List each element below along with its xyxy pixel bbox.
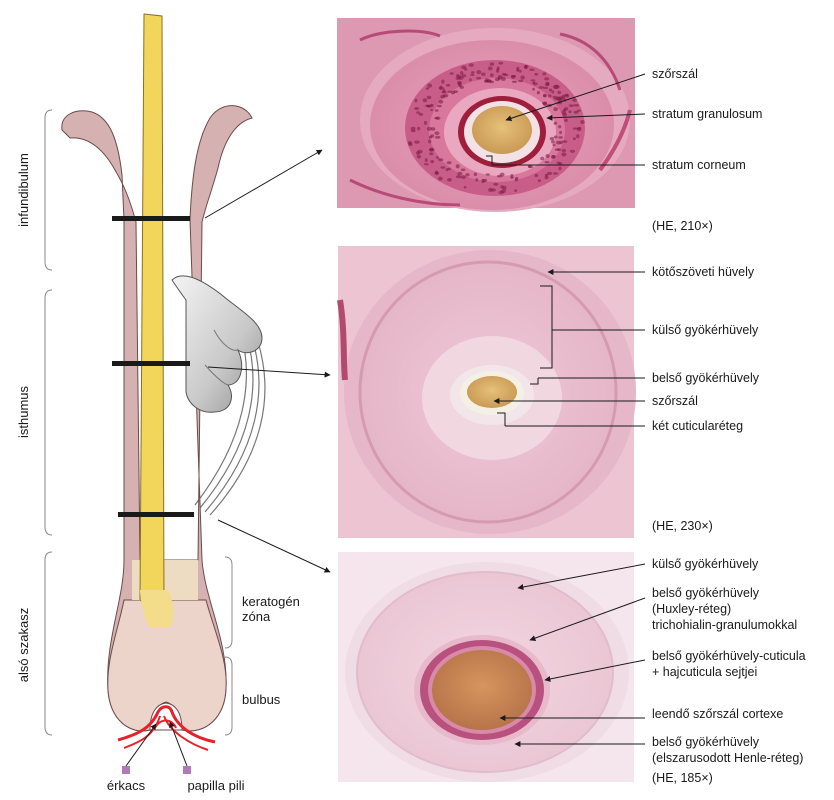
panel-2-label-connective-sheath: kötőszöveti hüvely [652,265,755,279]
follicle-illustration [61,13,266,774]
panel-3-label-inner-sheath-cuticle: belső gyökérhüvely-cuticula [652,649,806,663]
cell-nuclei [407,61,585,195]
region-brackets [44,109,233,736]
panel-2-label-outer-root-sheath: külső gyökérhüvely [652,323,759,337]
micrograph-panel-3 [338,552,634,782]
infundibulum-label: infundibulum [16,153,31,227]
panel-1-label-stratum-corneum: stratum corneum [652,158,746,172]
panel-2-label-two-cuticles: két cuticularéteg [652,419,743,433]
panel-2-stain: (HE, 230×) [652,519,713,533]
panel-2-label-hair-shaft: szőrszál [652,394,698,408]
isthmus-label: isthumus [16,385,31,438]
panel-3-label-huxley-layer: (Huxley-réteg) [652,602,731,616]
panel-3-label-future-cortex: leendő szőrszál cortexe [652,707,783,721]
keratogen-zone-label-1: keratogén [242,594,300,609]
panel-3-label-hair-cuticle-cells: + hajcuticula sejtjei [652,665,757,679]
panel-3-label-henle-layer: (elszarusodott Henle-réteg) [652,751,803,765]
panel-1-leaders [486,73,646,166]
vessel-loop-label: érkacs [107,778,146,793]
pointer-arrows [204,149,331,573]
papilla-pili-label: papilla pili [187,778,244,793]
bulb-label: bulbus [242,692,281,707]
panel-3-label-trichohyalin: trichohialin-granulumokkal [652,618,797,632]
panel-2-label-inner-root-sheath: belső gyökérhüvely [652,371,760,385]
panel-3-label-outer-root-sheath: külső gyökérhüvely [652,557,759,571]
micrograph-panel-2 [337,246,636,538]
micrograph-panel-1 [337,18,635,212]
panel-3-stain: (HE, 185×) [652,771,713,785]
lower-segment-label: alsó szakasz [16,608,31,682]
panel-3-label-inner-root-sheath-2: belső gyökérhüvely [652,735,760,749]
panel-1-stain: (HE, 210×) [652,219,713,233]
panel-1-label-hair-shaft: szőrszál [652,67,698,81]
panel-3-leaders [499,563,646,747]
panel-3-label-inner-root-sheath: belső gyökérhüvely [652,586,760,600]
keratogen-zone-label-2: zóna [242,609,271,624]
panel-2-leaders [493,269,645,427]
panel-1-label-stratum-granulosum: stratum granulosum [652,107,762,121]
vessel-marker [122,766,130,774]
papilla-marker [183,766,191,774]
